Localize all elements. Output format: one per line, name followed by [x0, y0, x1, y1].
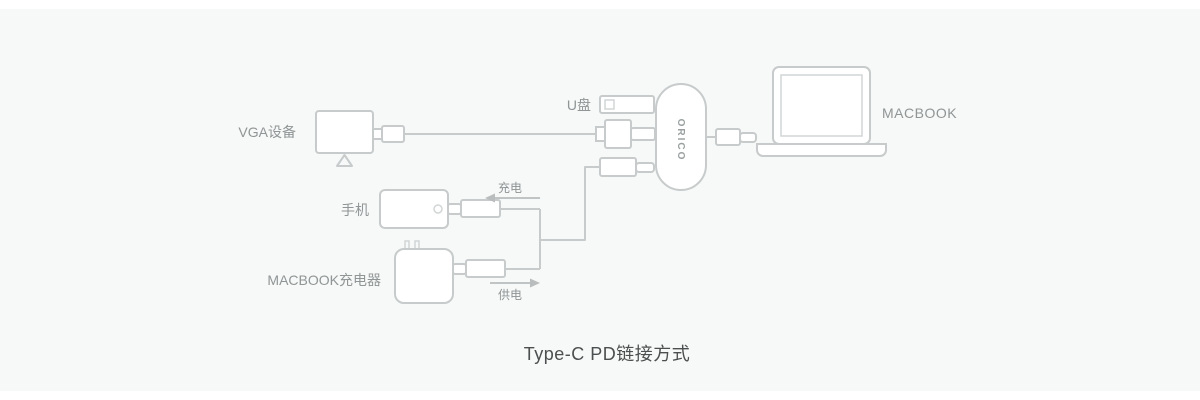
charging-arrow-icon: [485, 193, 540, 203]
usbc-hub-icon: ORICO: [655, 83, 707, 191]
pd-cable-main: [540, 166, 600, 241]
usb-drive-body: [599, 95, 655, 114]
pd-cable: [447, 157, 655, 278]
pd-plug-tip-charger: [452, 263, 467, 275]
vga-connector-tip: [630, 127, 656, 141]
macbook-label: MACBOOK: [882, 105, 957, 121]
charger-label: MACBOOK充电器: [267, 272, 381, 288]
charging-arrow-head: [485, 193, 495, 203]
macbook-screen-outer: [772, 66, 871, 145]
charger-icon: [394, 240, 454, 304]
usb-drive-icon: [599, 95, 655, 114]
vga-device-label: VGA设备: [238, 124, 296, 140]
pd-plug-body-charger: [465, 259, 506, 278]
pd-plug-tip-hub: [635, 162, 655, 173]
pd-plug-tip-phone: [447, 203, 462, 215]
vga-plug-neck-left: [372, 128, 383, 140]
macbook-screen-inner: [780, 74, 863, 137]
pd-plug-body-hub: [599, 157, 637, 177]
usb-drive-detail: [604, 99, 615, 110]
phone-icon: [379, 189, 449, 229]
vga-cable: [372, 119, 656, 149]
diagram-title: Type-C PD链接方式: [524, 344, 691, 364]
phone-label: 手机: [341, 202, 369, 218]
vga-monitor-icon: [315, 110, 374, 167]
macbook-plug-body: [715, 128, 741, 146]
power-supply-label: 供电: [498, 288, 522, 302]
macbook-base: [756, 143, 887, 157]
orico-logo: ORICO: [675, 119, 686, 162]
charger-body: [394, 248, 454, 304]
macbook-icon: [756, 66, 887, 157]
usb-drive-label: U盘: [567, 97, 591, 113]
supply-arrow-head: [530, 278, 540, 288]
phone-body: [379, 189, 449, 229]
vga-connector-neck: [595, 126, 606, 142]
phone-home-button: [433, 204, 443, 214]
monitor-stand: [336, 154, 353, 167]
background-band: [0, 9, 1200, 391]
supply-arrow-icon: [490, 278, 540, 288]
charging-label: 充电: [498, 180, 522, 195]
monitor-screen: [315, 110, 374, 154]
vga-plug-body-left: [381, 125, 405, 143]
pd-plug-body-phone: [460, 199, 501, 218]
vga-connector-body: [604, 119, 632, 149]
hub-to-macbook-cable: [706, 128, 757, 146]
macbook-plug-tip: [739, 132, 757, 143]
